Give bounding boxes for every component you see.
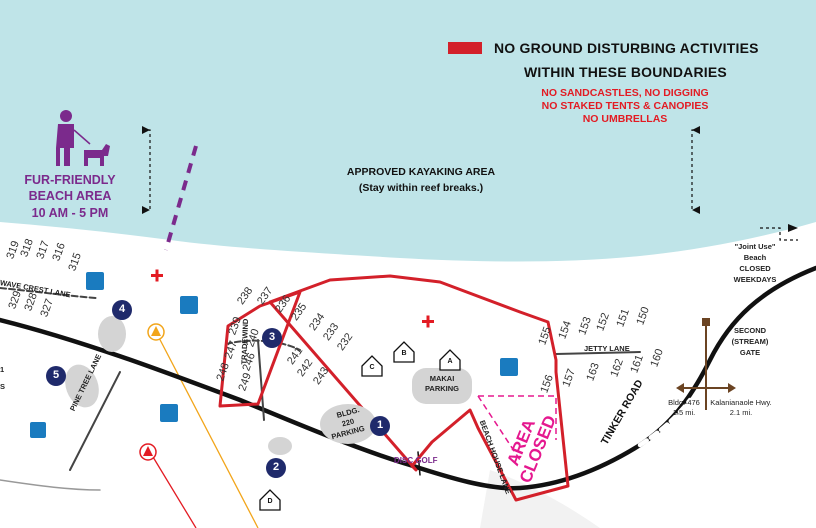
joint-use-line3: CLOSED [739,264,771,273]
kayak-area-brackets [142,126,798,241]
kayak-title: APPROVED KAYAKING AREA [346,166,496,178]
legend-restriction-1: NO SANDCASTLES, NO DIGGING [541,87,709,99]
direction-left-line1: Bldg. 476 [668,398,700,407]
kayak-note: (Stay within reef breaks.) [358,182,484,194]
disc-golf-label: DISC GOLF [394,456,438,465]
direction-left-line2: 1.5 mi. [672,408,696,417]
dog-area-boundary [164,145,198,251]
ocean [0,0,816,262]
marker-2: 2 [272,461,280,473]
pavilion-b: B [401,350,407,357]
red-trail [149,451,197,528]
makai-parking-line1: MAKAI [429,374,455,383]
orange-trail [155,331,259,528]
legend-swatch [448,42,482,54]
joint-use-line4: WEEKDAYS [733,275,777,284]
direction-right-line2: 2.1 mi. [729,408,753,417]
area-closed-zone [477,395,557,461]
joint-use-line2: Beach [743,253,767,262]
dog-walker-icon [56,110,110,166]
joint-use-line1: "Joint Use" [734,242,776,251]
marker-3: 3 [268,331,276,343]
legend-restriction-3: NO UMBRELLAS [582,113,668,125]
legend-title-line1: NO GROUND DISTURBING ACTIVITIES [494,40,759,56]
grass-patch [480,470,600,528]
no-dig-boundaries [218,274,570,502]
marker-1: 1 [376,419,384,431]
dog-area-line1: FUR-FRIENDLY [24,173,116,187]
makai-parking-lot [412,368,472,404]
restroom-icons [30,272,518,438]
roads [0,265,816,491]
gate-line1: SECOND [733,326,767,335]
parking-lot-4 [98,316,126,352]
first-aid-icon [151,269,434,328]
trail-marker-icons [139,323,165,461]
gate-line2: (STREAM) [731,337,769,346]
gate-and-directions [676,318,736,410]
pavilion-a: A [447,358,453,365]
parking-lot-2 [268,437,292,455]
pavilion-d: D [267,498,273,505]
gate-line3: GATE [739,348,761,357]
pavilion-icons [259,341,461,511]
marker-5: 5 [52,369,60,381]
site-markers [46,300,390,478]
legend-title-line2: WITHIN THESE BOUNDARIES [524,64,727,80]
makai-parking-line2: PARKING [424,384,460,393]
direction-right-line1: Kalanianaole Hwy. [710,398,772,407]
edge-label-1: 1 [0,365,5,374]
legend-restriction-2: NO STAKED TENTS & CANOPIES [541,100,709,112]
marker-4: 4 [118,303,126,315]
dog-area-line2: BEACH AREA [28,189,112,203]
road-jetty: JETTY LANE [584,344,630,353]
pavilion-c: C [369,364,375,371]
dog-area-hours: 10 AM - 5 PM [31,206,109,220]
edge-label-s: S [0,382,6,391]
bldg-220-parking-lot [320,404,376,444]
parking-lot-5 [65,364,99,408]
